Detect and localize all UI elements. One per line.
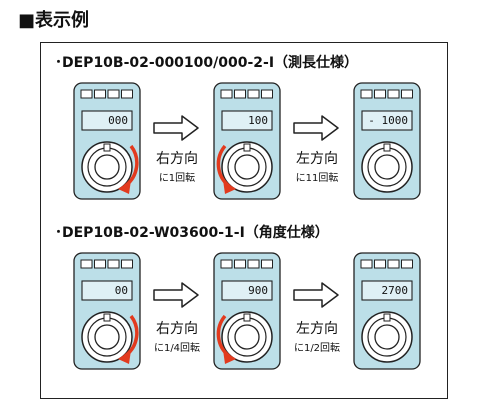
key-button	[94, 89, 106, 99]
knob-hub	[234, 324, 260, 350]
counter-device-body	[73, 82, 141, 200]
counter-device: 00	[73, 252, 141, 370]
counter-device-body	[73, 252, 141, 370]
key-button	[374, 259, 386, 269]
display-window	[221, 110, 273, 131]
counter-device: 100	[213, 82, 281, 200]
key-button	[80, 89, 93, 99]
counter-device: 900	[213, 252, 281, 370]
counter-device-body	[353, 82, 421, 200]
page-heading: ■表示例	[18, 10, 90, 31]
right-arrow-icon	[293, 115, 339, 141]
key-button	[121, 89, 133, 99]
key-button	[80, 259, 93, 269]
knob-hub	[374, 154, 400, 180]
key-button	[247, 89, 260, 99]
counter-device-body	[213, 82, 281, 200]
key-button	[401, 89, 413, 99]
model-label-length: ･DEP10B-02-000100/000-2-I（測長仕様）	[55, 55, 359, 71]
rotation-arrow-head	[223, 350, 236, 364]
key-button	[220, 89, 233, 99]
knob-marker	[243, 313, 251, 322]
right-arrow-icon	[153, 115, 199, 141]
display-window	[221, 280, 273, 301]
turns-label: に1回転	[158, 173, 196, 184]
knob-hub	[94, 324, 120, 350]
key-button	[107, 89, 120, 99]
examples-frame	[40, 42, 448, 399]
right-arrow-icon	[293, 282, 339, 308]
key-button	[261, 89, 273, 99]
key-button	[220, 259, 233, 269]
knob-hub	[234, 154, 260, 180]
counter-display: - 1000	[368, 114, 408, 127]
knob-marker	[103, 143, 111, 152]
key-button	[234, 259, 246, 269]
display-window	[361, 110, 413, 131]
direction-label: 右方向	[156, 151, 198, 167]
key-button	[247, 259, 260, 269]
key-button	[401, 259, 413, 269]
knob-marker	[383, 143, 391, 152]
knob-marker	[243, 143, 251, 152]
turns-label: に1/4回転	[153, 343, 201, 354]
display-window	[81, 110, 133, 131]
knob-marker	[383, 313, 391, 322]
counter-device: 2700	[353, 252, 421, 370]
turns-label: に1/2回転	[293, 343, 341, 354]
key-button	[234, 89, 246, 99]
counter-device-body	[353, 252, 421, 370]
direction-label: 右方向	[156, 321, 198, 337]
rotation-arrow-head	[118, 350, 131, 364]
key-button	[387, 259, 400, 269]
counter-display: 000	[108, 114, 128, 127]
model-label-angle: ･DEP10B-02-W03600-1-I（角度仕様）	[55, 225, 329, 241]
display-window	[361, 280, 413, 301]
counter-device-body	[213, 252, 281, 370]
key-button	[107, 259, 120, 269]
knob-hub	[94, 154, 120, 180]
display-window	[81, 280, 133, 301]
counter-display: 100	[248, 114, 268, 127]
key-button	[261, 259, 273, 269]
rotation-arrow-head	[223, 180, 236, 194]
counter-device: - 1000	[353, 82, 421, 200]
direction-label: 左方向	[296, 151, 338, 167]
knob-marker	[103, 313, 111, 322]
key-button	[387, 89, 400, 99]
counter-display: 2700	[381, 284, 409, 297]
counter-device: 000	[73, 82, 141, 200]
key-button	[121, 259, 133, 269]
counter-display: 00	[114, 284, 128, 297]
key-button	[360, 89, 373, 99]
turns-label: に11回転	[295, 173, 339, 184]
rotation-arrow-head	[118, 180, 131, 194]
direction-label: 左方向	[296, 321, 338, 337]
counter-display: 900	[248, 284, 268, 297]
key-button	[374, 89, 386, 99]
key-button	[94, 259, 106, 269]
knob-hub	[374, 324, 400, 350]
key-button	[360, 259, 373, 269]
right-arrow-icon	[153, 282, 199, 308]
